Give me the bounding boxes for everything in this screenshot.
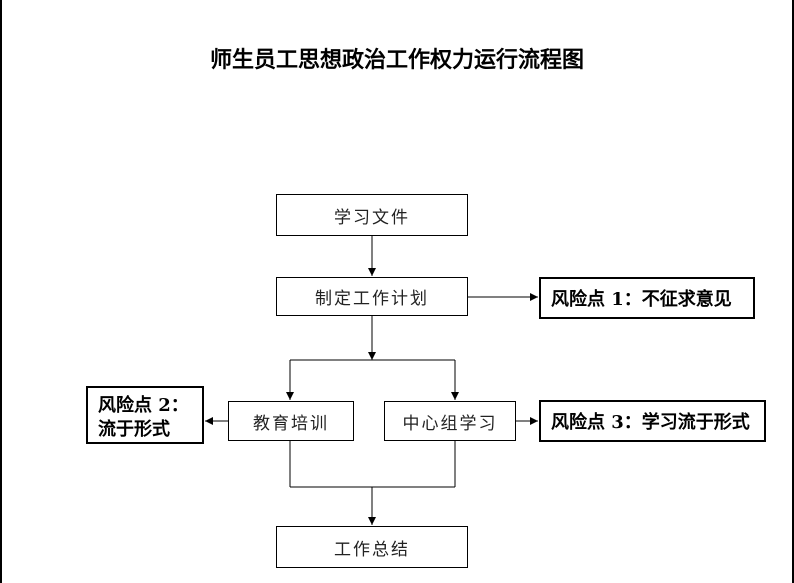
risk-point-3: 风险点 3：学习流于形式 [539,400,766,442]
step-education-training: 教育培训 [228,401,354,441]
risk-point-1: 风险点 1：不征求意见 [539,277,755,319]
step-center-group-study: 中心组学习 [384,401,516,441]
step-make-plan: 制定工作计划 [276,277,468,316]
risk-point-2-line2: 流于形式 [98,419,170,440]
diagram-title: 师生员工思想政治工作权力运行流程图 [209,48,584,73]
step-work-summary: 工作总结 [276,526,468,568]
risk-point-2-line1: 风险点 2： [98,395,189,416]
step-study-documents: 学习文件 [276,194,468,236]
risk-point-2: 风险点 2： 流于形式 [86,386,204,444]
